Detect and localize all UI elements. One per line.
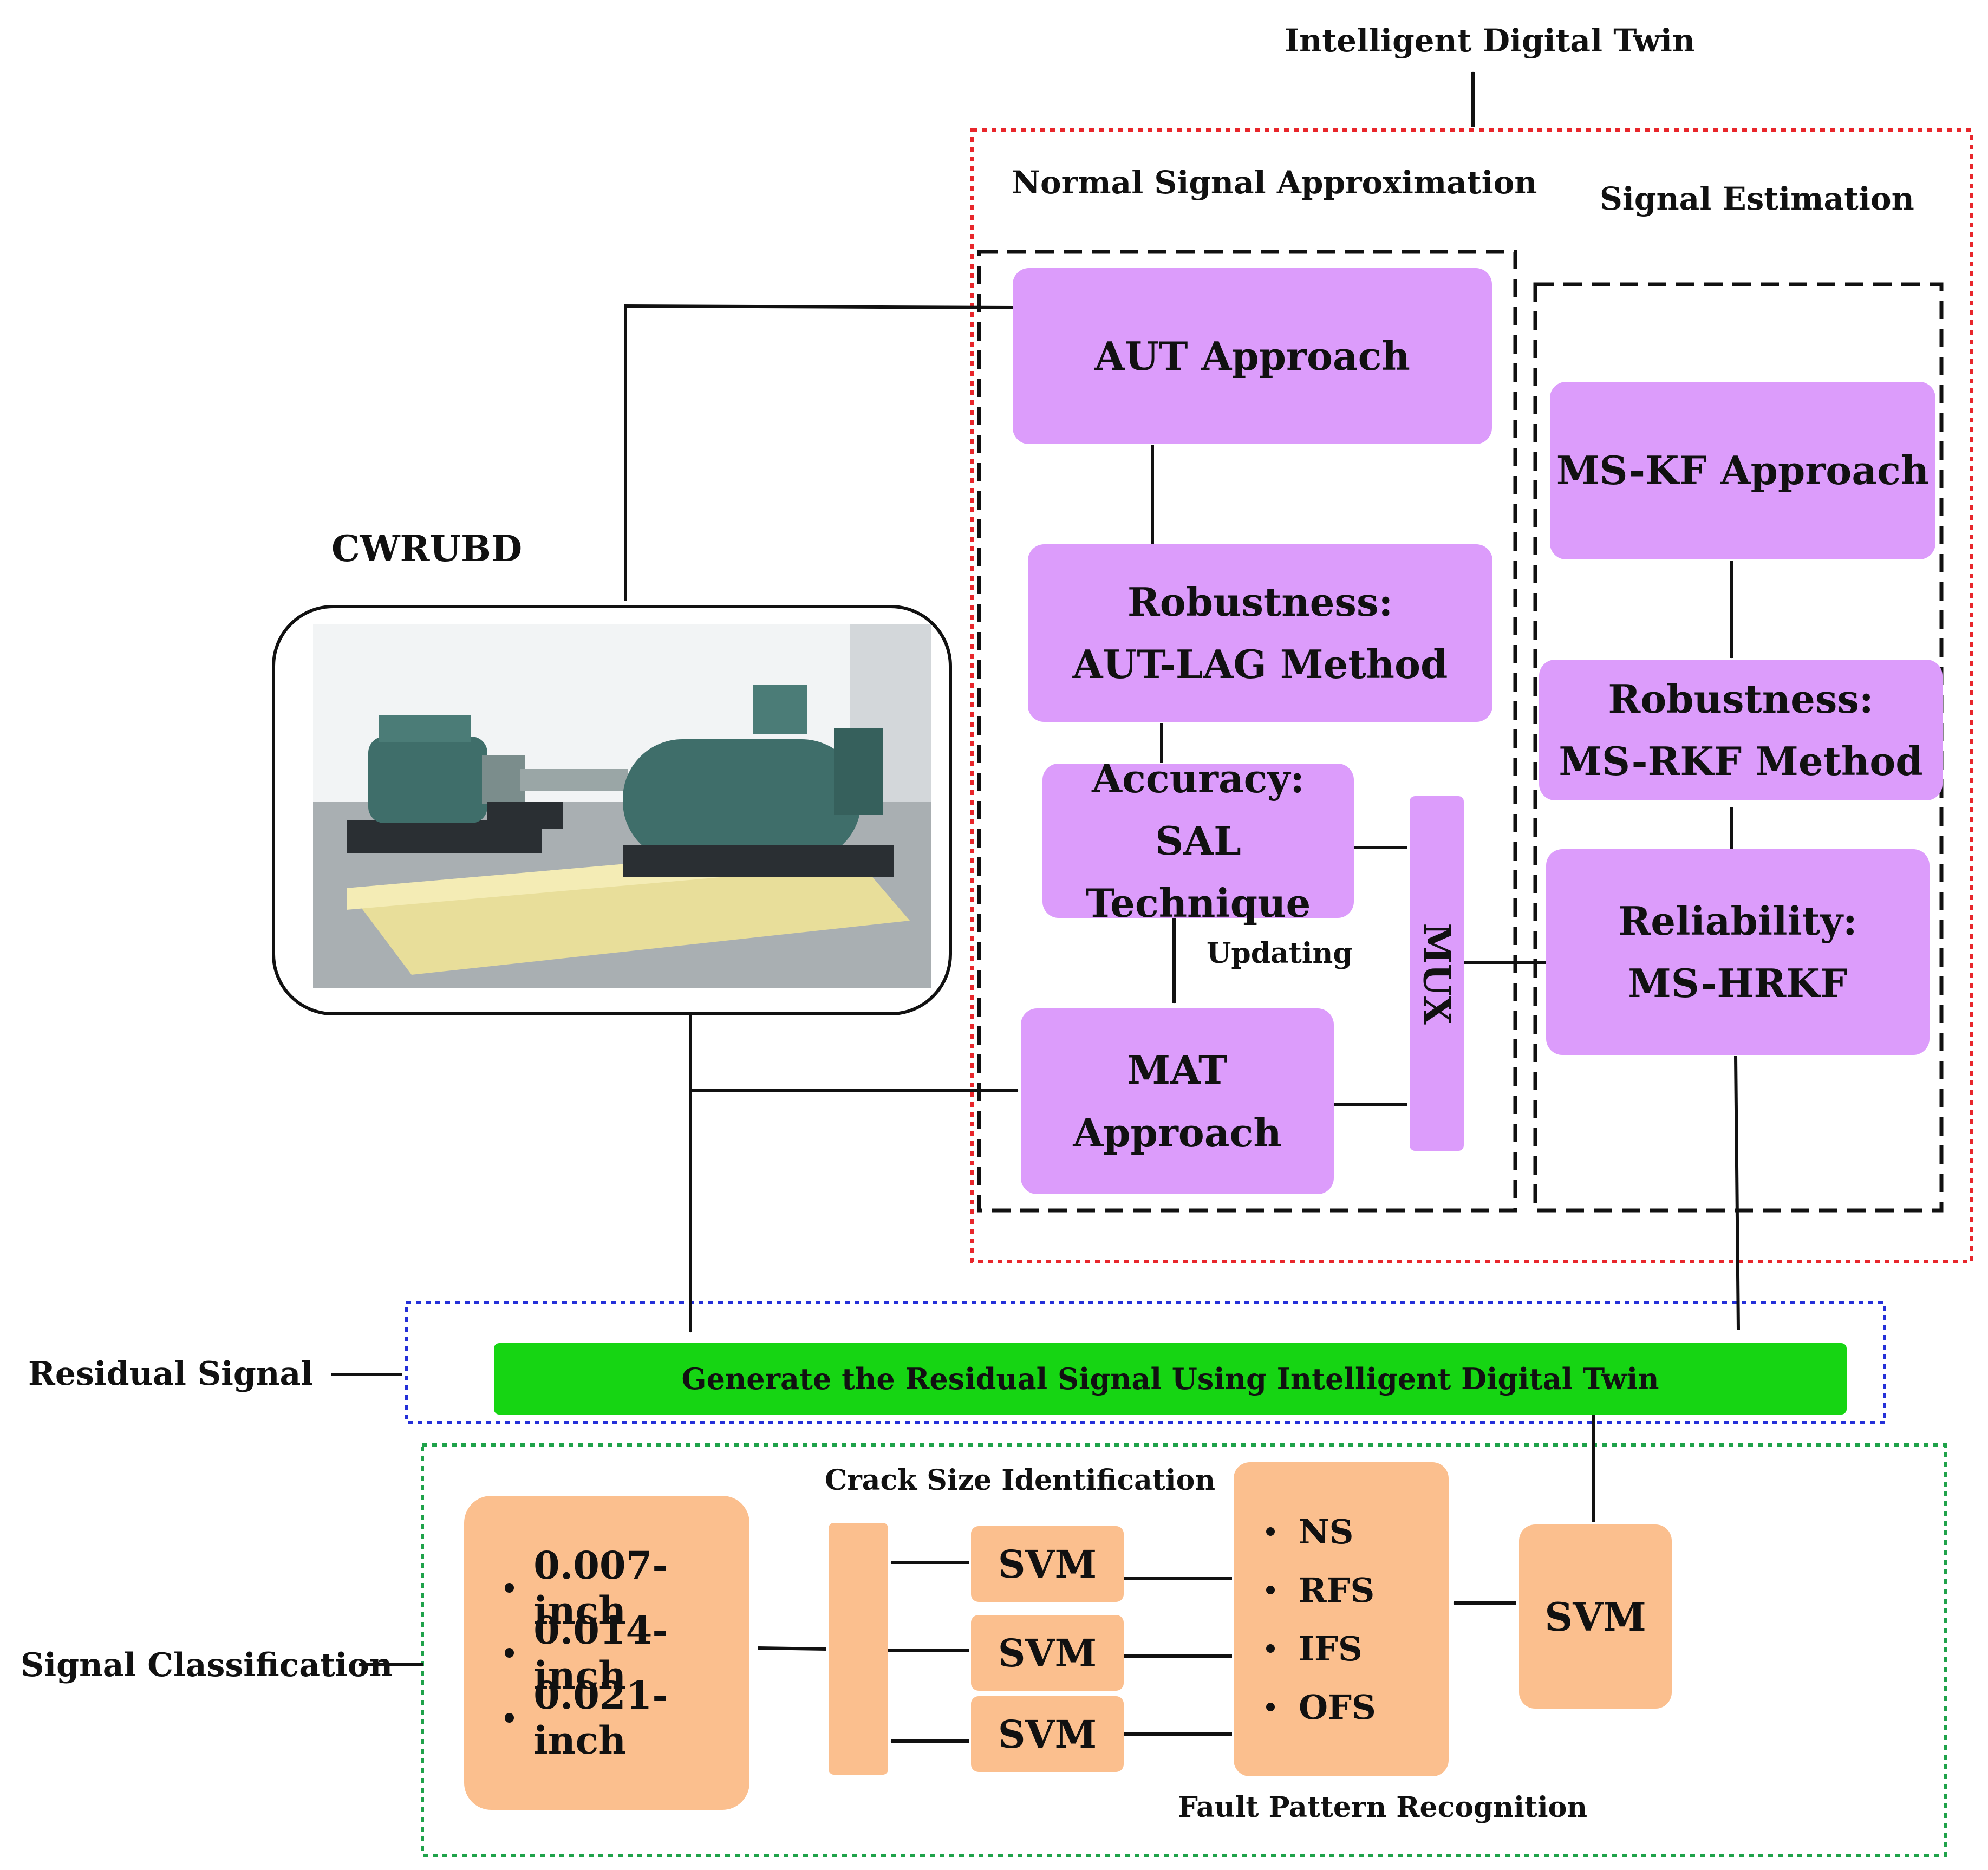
crack-size-box: 0.007-inch 0.014-inch 0.021-inch bbox=[464, 1496, 749, 1810]
robustness-ms-rkf-box: Robustness: MS-RKF Method bbox=[1539, 660, 1943, 800]
aut-approach-box: AUT Approach bbox=[1013, 268, 1492, 444]
combiner-bar bbox=[829, 1523, 888, 1775]
bullet-dot bbox=[1266, 1644, 1275, 1653]
fault-class-text: NS bbox=[1299, 1511, 1354, 1552]
svm-text-2: SVM bbox=[998, 1630, 1097, 1676]
crack-size-item: 0.014-inch bbox=[505, 1608, 749, 1698]
updating-label: Updating bbox=[1207, 937, 1353, 970]
aut-approach-text: AUT Approach bbox=[1094, 333, 1410, 379]
svm-main-box: SVM bbox=[1519, 1524, 1672, 1709]
residual-generation-bar: Generate the Residual Signal Using Intel… bbox=[494, 1343, 1847, 1415]
fault-class-item: RFS bbox=[1266, 1561, 1376, 1619]
reliability-line1: Reliability: bbox=[1618, 897, 1857, 944]
intelligent-digital-twin-region bbox=[970, 128, 1973, 1263]
fault-class-item: OFS bbox=[1266, 1678, 1376, 1736]
svm-box-1: SVM bbox=[971, 1526, 1124, 1602]
crack-size-item: 0.007-inch bbox=[505, 1543, 749, 1633]
normal-signal-approximation-title: Normal Signal Approximation bbox=[1012, 164, 1537, 201]
svm-box-3: SVM bbox=[971, 1696, 1124, 1772]
robustness-ms-line1: Robustness: bbox=[1608, 675, 1874, 722]
signal-classification-region bbox=[421, 1443, 1947, 1857]
residual-signal-label: Residual Signal bbox=[28, 1355, 314, 1393]
test-rig-photo bbox=[313, 624, 931, 988]
crack-size-list: 0.007-inch 0.014-inch 0.021-inch bbox=[505, 1543, 749, 1763]
ms-kf-approach-text: MS-KF Approach bbox=[1556, 447, 1930, 494]
bullet-dot bbox=[1266, 1527, 1275, 1536]
robustness-ms-line2: MS-RKF Method bbox=[1559, 738, 1923, 784]
normal-signal-approximation-group bbox=[977, 250, 1517, 1213]
crack-size-item: 0.021-inch bbox=[505, 1673, 749, 1763]
fault-class-item: NS bbox=[1266, 1502, 1376, 1561]
crack-size-text: 0.021-inch bbox=[533, 1673, 668, 1763]
ms-kf-approach-box: MS-KF Approach bbox=[1550, 382, 1935, 559]
signal-classification-label: Signal Classification bbox=[21, 1646, 393, 1684]
svm-main-text: SVM bbox=[1544, 1593, 1646, 1640]
bullet-dot bbox=[505, 1648, 514, 1658]
robustness-aut-line2: AUT-LAG Method bbox=[1072, 641, 1448, 687]
svm-box-2: SVM bbox=[971, 1615, 1124, 1691]
crack-size-text: 0.007-inch bbox=[533, 1543, 668, 1633]
reliability-line2: MS-HRKF bbox=[1628, 960, 1848, 1006]
bullet-dot bbox=[505, 1713, 514, 1723]
intelligent-digital-twin-title: Intelligent Digital Twin bbox=[1285, 22, 1696, 59]
robustness-aut-line1: Robustness: bbox=[1127, 578, 1393, 625]
mat-approach-box: MAT Approach bbox=[1021, 1008, 1334, 1194]
robustness-aut-lag-box: Robustness: AUT-LAG Method bbox=[1028, 544, 1492, 722]
fault-class-item: IFS bbox=[1266, 1619, 1376, 1678]
fault-pattern-box: NS RFS IFS OFS bbox=[1234, 1462, 1449, 1776]
fault-pattern-recognition-label: Fault Pattern Recognition bbox=[1178, 1791, 1588, 1824]
reliability-ms-hrkf-box: Reliability: MS-HRKF bbox=[1546, 849, 1930, 1055]
mux-text: MUX bbox=[1415, 922, 1458, 1025]
accuracy-line2: SAL Technique bbox=[1085, 817, 1311, 927]
cwrubd-title: CWRUBD bbox=[331, 527, 523, 570]
svm-text-1: SVM bbox=[998, 1541, 1097, 1587]
signal-estimation-title: Signal Estimation bbox=[1600, 180, 1914, 217]
residual-generation-text: Generate the Residual Signal Using Intel… bbox=[681, 1361, 1659, 1396]
fault-class-text: OFS bbox=[1299, 1687, 1376, 1727]
svm-text-3: SVM bbox=[998, 1711, 1097, 1757]
fault-class-list: NS RFS IFS OFS bbox=[1266, 1502, 1376, 1736]
crack-size-identification-label: Crack Size Identification bbox=[825, 1464, 1216, 1497]
fault-class-text: IFS bbox=[1299, 1628, 1363, 1669]
accuracy-line1: Accuracy: bbox=[1092, 755, 1305, 802]
mux-box: MUX bbox=[1410, 796, 1464, 1151]
bullet-dot bbox=[1266, 1586, 1275, 1594]
accuracy-sal-box: Accuracy: SAL Technique bbox=[1042, 755, 1354, 926]
fault-class-text: RFS bbox=[1299, 1570, 1375, 1610]
crack-size-text: 0.014-inch bbox=[533, 1608, 668, 1698]
bullet-dot bbox=[1266, 1703, 1275, 1711]
mat-approach-text: MAT Approach bbox=[1073, 1047, 1282, 1156]
bullet-dot bbox=[505, 1583, 514, 1593]
